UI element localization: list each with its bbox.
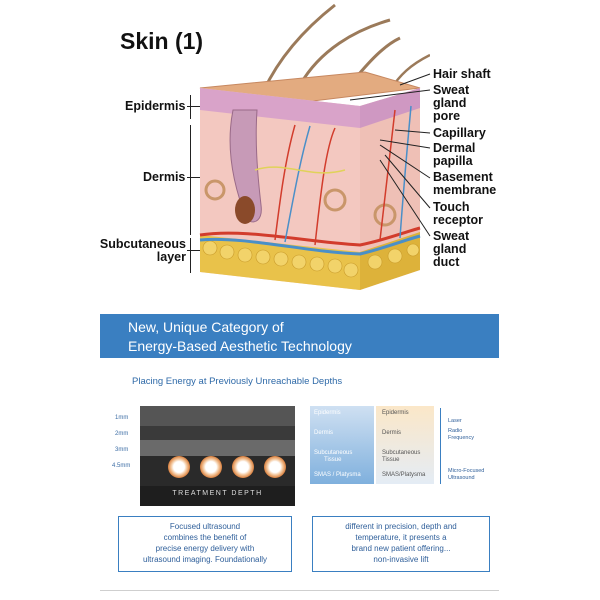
image-band [140,406,295,426]
diagram-title: Skin (1) [120,28,204,54]
tissue-layer-table: Epidermis Dermis Subcutaneous Tissue SMA… [310,406,434,484]
layer-cell: Tissue [324,457,342,463]
label-sweat-gland-pore: Sweat gland pore [433,84,469,123]
label-epidermis: Epidermis [125,99,186,113]
depth-tick: 2mm [115,431,129,437]
modality-bracket [440,408,441,484]
left-column-bg [310,406,374,484]
info-line: temperature, it presents a [355,533,447,542]
ultrasound-image: TREATMENT DEPTH [140,406,295,506]
modality-radio-frequency: Radio Frequency [448,428,474,441]
info-box-left: Focused ultrasound combines the benefit … [118,516,292,572]
bracket-line [190,125,191,235]
label-line: Subcutaneous [99,237,186,251]
label-line: gland [433,242,467,256]
label-touch-receptor: Touch receptor [433,201,483,227]
info-line: non-invasive lift [373,555,429,564]
label-line: Ultrasound [448,474,475,481]
banner-title-line1: New, Unique Category of [128,319,284,335]
label-basement-membrane: Basement membrane [433,171,496,197]
label-hair-shaft: Hair shaft [433,67,491,81]
slide-banner: New, Unique Category of Energy-Based Aes… [100,314,499,358]
layer-cell: Tissue [382,457,400,463]
label-line: Sweat [433,229,470,243]
info-line: precise energy delivery with [155,544,255,553]
label-line: papilla [433,154,473,168]
leader-line [187,177,200,178]
label-line: Sweat [433,83,470,97]
label-sweat-gland-duct: Sweat gland duct [433,230,469,269]
label-line: layer [156,250,186,264]
image-band [140,426,295,440]
label-line: membrane [433,183,497,197]
depth-tick: 1mm [115,415,129,421]
label-subcutaneous: Subcutaneous layer [96,238,186,264]
skin-cross-section-illustration [199,3,430,290]
info-box-right: different in precision, depth and temper… [312,516,490,572]
label-dermal-papilla: Dermal papilla [433,142,475,168]
image-band [140,440,295,456]
treatment-depth-caption: TREATMENT DEPTH [172,490,263,497]
slide-bottom-border [100,590,499,591]
modality-micro-focused-ultrasound: Micro-Focused Ultrasound [448,468,484,481]
label-line: gland [433,96,467,110]
banner-title-line2: Energy-Based Aesthetic Technology [128,338,352,354]
info-line: ultrasound imaging. Foundationally [142,555,268,564]
focal-point [168,456,190,478]
label-line: pore [433,109,461,123]
label-dermis: Dermis [143,170,186,184]
depth-tick: 3mm [115,447,129,453]
info-line: Focused ultrasound [169,522,241,531]
info-line: different in precision, depth and [345,522,457,531]
label-line: receptor [433,213,484,227]
modality-laser: Laser [448,418,462,424]
label-capillary: Capillary [433,126,486,140]
layer-cell: Epidermis [382,410,409,416]
slide-subheading: Placing Energy at Previously Unreachable… [132,376,343,387]
info-line: brand new patient offering... [351,544,451,553]
layer-cell: Subcutaneous [382,450,421,456]
focal-point [264,456,286,478]
info-text: Focused ultrasound combines the benefit … [119,521,291,565]
focal-point [200,456,222,478]
label-line: Micro-Focused [448,468,485,474]
right-column-bg [376,406,434,484]
bracket-line [190,95,191,119]
depth-tick: 4.5mm [112,463,131,469]
label-line: Radio [448,428,463,434]
info-text: different in precision, depth and temper… [313,521,489,565]
bracket-line [190,238,191,273]
layer-cell: Dermis [382,430,401,436]
label-line: Basement [433,170,493,184]
info-line: combines the benefit of [163,533,247,542]
label-line: Frequency [448,434,474,441]
right-leader-lines [349,73,431,237]
layer-cell: SMAS/Platysma [382,472,426,478]
label-line: duct [433,255,460,269]
label-line: Touch [433,200,470,214]
label-line: Dermal [433,141,476,155]
layer-cell: SMAS / Platysma [314,472,361,478]
layer-cell: Dermis [314,430,333,436]
focal-point [232,456,254,478]
leader-line [187,106,200,107]
layer-cell: Epidermis [314,410,341,416]
leader-line [187,250,200,251]
layer-cell: Subcutaneous [314,450,353,456]
